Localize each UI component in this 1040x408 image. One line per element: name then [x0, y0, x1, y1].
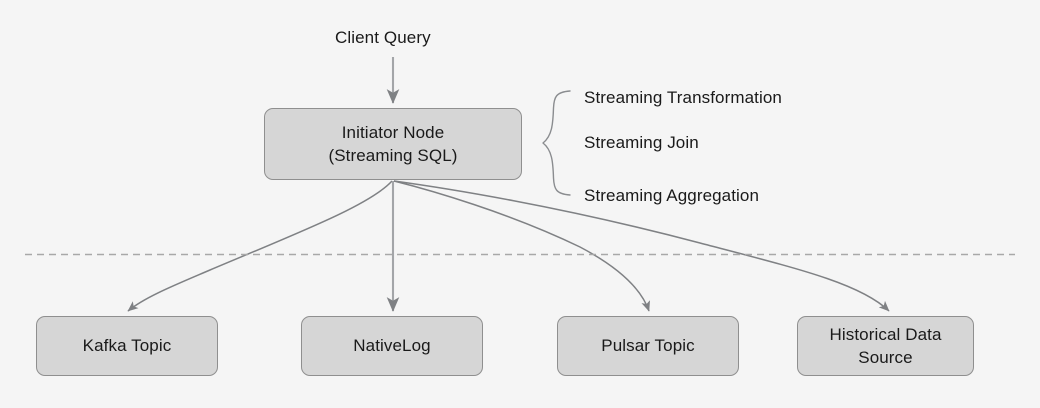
- label-streaming-aggregation: Streaming Aggregation: [584, 186, 760, 205]
- node-native-log[interactable]: NativeLog: [301, 316, 483, 376]
- label-streaming-join: Streaming Join: [584, 133, 699, 152]
- node-kafka-topic[interactable]: Kafka Topic: [36, 316, 218, 376]
- label-streaming-transformation: Streaming Transformation: [584, 88, 782, 107]
- node-initiator-node[interactable]: Initiator Node (Streaming SQL): [264, 108, 522, 180]
- client-query-label: Client Query: [335, 28, 431, 47]
- edge-initiator-to-historical: [393, 180, 890, 312]
- capabilities-brace: [542, 90, 571, 196]
- edge-initiator-to-kafka: [127, 180, 393, 312]
- node-historical-data-source[interactable]: Historical Data Source: [797, 316, 974, 376]
- node-pulsar-topic[interactable]: Pulsar Topic: [557, 316, 739, 376]
- edge-initiator-to-pulsar: [393, 180, 650, 312]
